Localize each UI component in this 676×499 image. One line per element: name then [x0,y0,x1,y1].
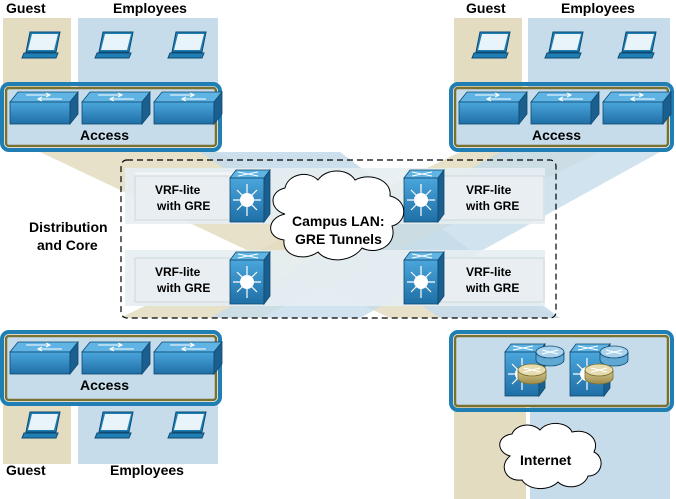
bottom-left-access-label: Access [80,377,129,393]
core-node-label: with GRE [156,199,210,213]
top-right-access-label: Access [532,127,581,143]
core-node-label: VRF-lite [466,265,512,279]
switch-icon [9,341,79,375]
top-right-guest-label: Guest [466,0,506,16]
edge-box-bottom-right [449,330,674,412]
top-left-guest-label: Guest [6,0,46,16]
core-node-bottom-right: VRF-lite with GRE [439,257,545,303]
router-icon [517,363,547,385]
core-node-label: with GRE [156,281,210,295]
core-node-label: VRF-lite [155,183,201,197]
switch-icon [458,91,528,125]
multilayer-switch-icon [229,169,271,223]
switch-icon [602,91,672,125]
switch-icon [530,91,600,125]
multilayer-switch-icon [403,251,445,305]
distribution-label-line1: Distribution [29,219,108,235]
switch-icon [153,91,223,125]
switch-icon [81,91,151,125]
router-icon [599,345,629,367]
bottom-left-employees-label: Employees [110,462,184,478]
top-left-access-label: Access [80,127,129,143]
campus-cloud-line2: GRE Tunnels [295,231,382,247]
campus-cloud-line1: Campus LAN: [292,213,385,229]
bottom-left-guest-label: Guest [6,462,46,478]
core-node-label: with GRE [465,281,519,295]
distribution-label-line2: and Core [37,237,98,253]
top-right-employees-label: Employees [561,0,635,16]
multilayer-switch-icon [403,169,445,223]
core-node-label: VRF-lite [155,265,201,279]
core-node-label: VRF-lite [466,183,512,197]
multilayer-switch-icon [229,251,271,305]
switch-icon [153,341,223,375]
internet-cloud-label: Internet [520,452,572,468]
cloud-icon [270,170,405,261]
core-node-top-right: VRF-lite with GRE [439,175,545,221]
core-node-top-left: VRF-lite with GRE [134,172,238,221]
core-boundary [120,159,557,319]
core-node-label: with GRE [465,199,519,213]
router-icon [535,345,565,367]
switch-icon [9,91,79,125]
router-icon [584,363,614,385]
cloud-icon [499,423,602,489]
core-node-bottom-left: VRF-lite with GRE [134,257,234,303]
switch-icon [81,341,151,375]
top-left-employees-label: Employees [113,0,187,16]
